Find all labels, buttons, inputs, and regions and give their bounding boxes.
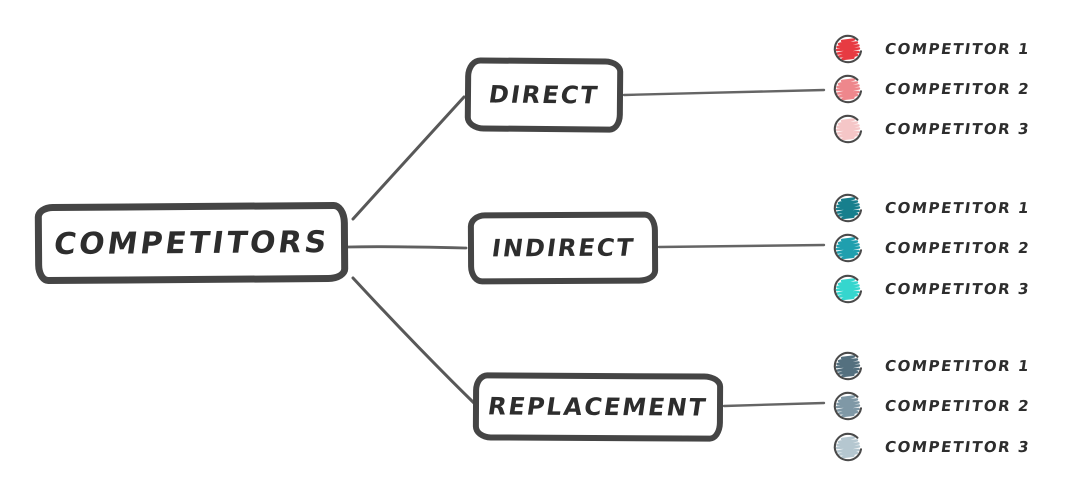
leaf-indirect-competitor-1[interactable]: COMPETITOR 1 (832, 192, 1032, 224)
scribble-circle-icon (832, 273, 864, 305)
leaf-direct-competitor-1[interactable]: COMPETITOR 1 (832, 33, 1032, 65)
link-root-direct (351, 95, 466, 221)
leaf-indirect-competitor-3[interactable]: COMPETITOR 3 (832, 273, 1032, 305)
link-root-replacement (351, 276, 476, 405)
root-node-label: COMPETITORS (51, 224, 332, 262)
link-replacement-leaves (722, 401, 826, 408)
link-direct-leaves (622, 88, 826, 97)
branch-node-indirect[interactable]: INDIRECT (467, 211, 659, 285)
leaf-label: COMPETITOR 1 (883, 40, 1032, 58)
scribble-circle-icon (832, 390, 864, 422)
leaf-label: COMPETITOR 3 (883, 280, 1032, 298)
leaf-replacement-competitor-1[interactable]: COMPETITOR 1 (832, 350, 1032, 382)
leaf-direct-competitor-3[interactable]: COMPETITOR 3 (832, 113, 1032, 145)
scribble-circle-icon (832, 33, 864, 65)
scribble-circle-icon (832, 431, 864, 463)
leaf-label: COMPETITOR 1 (883, 357, 1032, 375)
leaf-indirect-competitor-2[interactable]: COMPETITOR 2 (832, 232, 1032, 264)
leaf-direct-competitor-2[interactable]: COMPETITOR 2 (832, 73, 1032, 105)
leaf-label: COMPETITOR 3 (883, 120, 1032, 138)
scribble-circle-icon (832, 350, 864, 382)
scribble-circle-icon (832, 232, 864, 264)
leaf-label: COMPETITOR 2 (883, 239, 1032, 257)
scribble-circle-icon (832, 73, 864, 105)
leaf-label: COMPETITOR 2 (883, 397, 1032, 415)
branch-node-direct-label: DIRECT (487, 80, 601, 110)
link-indirect-leaves (657, 243, 826, 249)
branch-node-replacement-label: REPLACEMENT (486, 392, 710, 422)
scribble-circle-icon (832, 113, 864, 145)
leaf-replacement-competitor-3[interactable]: COMPETITOR 3 (832, 431, 1032, 463)
branch-node-direct[interactable]: DIRECT (464, 57, 624, 133)
branch-node-replacement[interactable]: REPLACEMENT (472, 372, 724, 442)
scribble-circle-icon (832, 192, 864, 224)
root-node-competitors[interactable]: COMPETITORS (34, 201, 349, 285)
leaf-replacement-competitor-2[interactable]: COMPETITOR 2 (832, 390, 1032, 422)
leaf-label: COMPETITOR 3 (883, 438, 1032, 456)
leaf-label: COMPETITOR 2 (883, 80, 1032, 98)
leaf-label: COMPETITOR 1 (883, 199, 1032, 217)
branch-node-indirect-label: INDIRECT (489, 233, 637, 263)
link-root-indirect (346, 245, 468, 250)
